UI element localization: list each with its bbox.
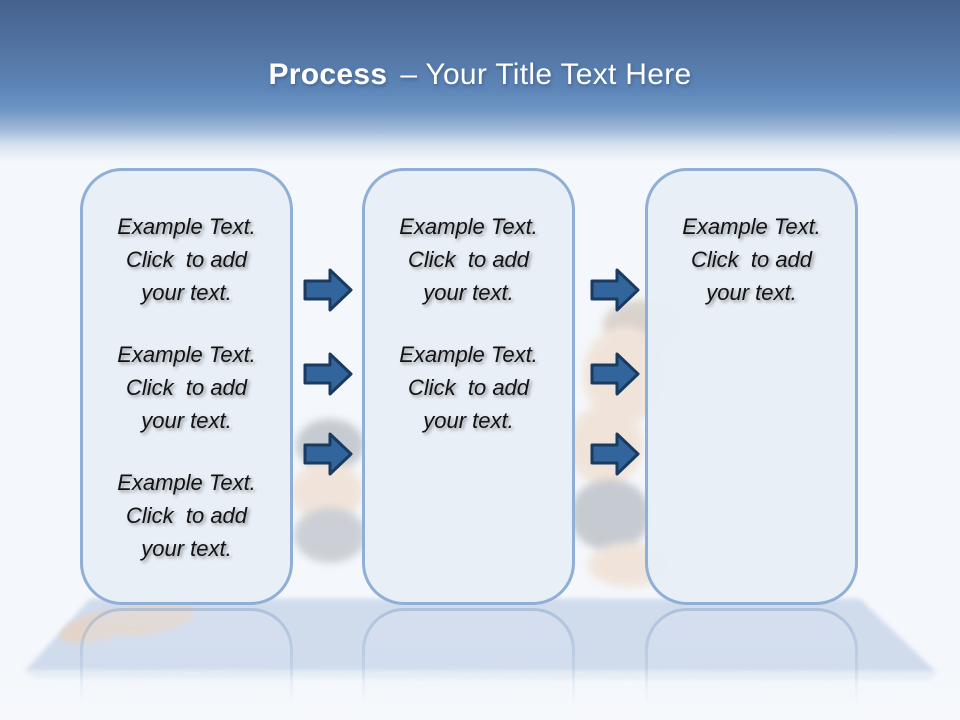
process-box-1[interactable]: Example Text. Click to add your text. Ex…: [80, 168, 293, 605]
bottom-fade: [0, 674, 960, 720]
box-reflections: [0, 606, 960, 720]
header-gradient-band: [0, 0, 960, 162]
slide-title-placeholder[interactable]: – Your Title Text Here: [400, 58, 692, 91]
text-placeholder[interactable]: Example Text. Click to add your text.: [117, 214, 256, 305]
text-placeholder[interactable]: Example Text. Click to add your text.: [399, 342, 538, 433]
right-arrow-icon[interactable]: [303, 431, 353, 477]
process-box-2[interactable]: Example Text. Click to add your text. Ex…: [362, 168, 575, 605]
process-box-3[interactable]: Example Text. Click to add your text.: [645, 168, 858, 605]
right-arrow-icon[interactable]: [303, 351, 353, 397]
right-arrow-icon[interactable]: [590, 431, 640, 477]
right-arrow-icon[interactable]: [303, 267, 353, 313]
yoga-mat-shape: [25, 599, 936, 672]
right-arrow-icon[interactable]: [590, 267, 640, 313]
slide-title-keyword[interactable]: Process: [268, 58, 388, 91]
text-placeholder[interactable]: Example Text. Click to add your text.: [682, 214, 821, 305]
right-arrow-icon[interactable]: [590, 351, 640, 397]
text-placeholder[interactable]: Example Text. Click to add your text.: [117, 470, 256, 561]
box-3-reflection: [645, 608, 858, 720]
slide-title[interactable]: Process – Your Title Text Here: [0, 56, 960, 94]
text-placeholder[interactable]: Example Text. Click to add your text.: [399, 214, 538, 305]
box-2-reflection: [362, 608, 575, 720]
text-placeholder[interactable]: Example Text. Click to add your text.: [117, 342, 256, 433]
box-1-reflection: [80, 608, 293, 720]
